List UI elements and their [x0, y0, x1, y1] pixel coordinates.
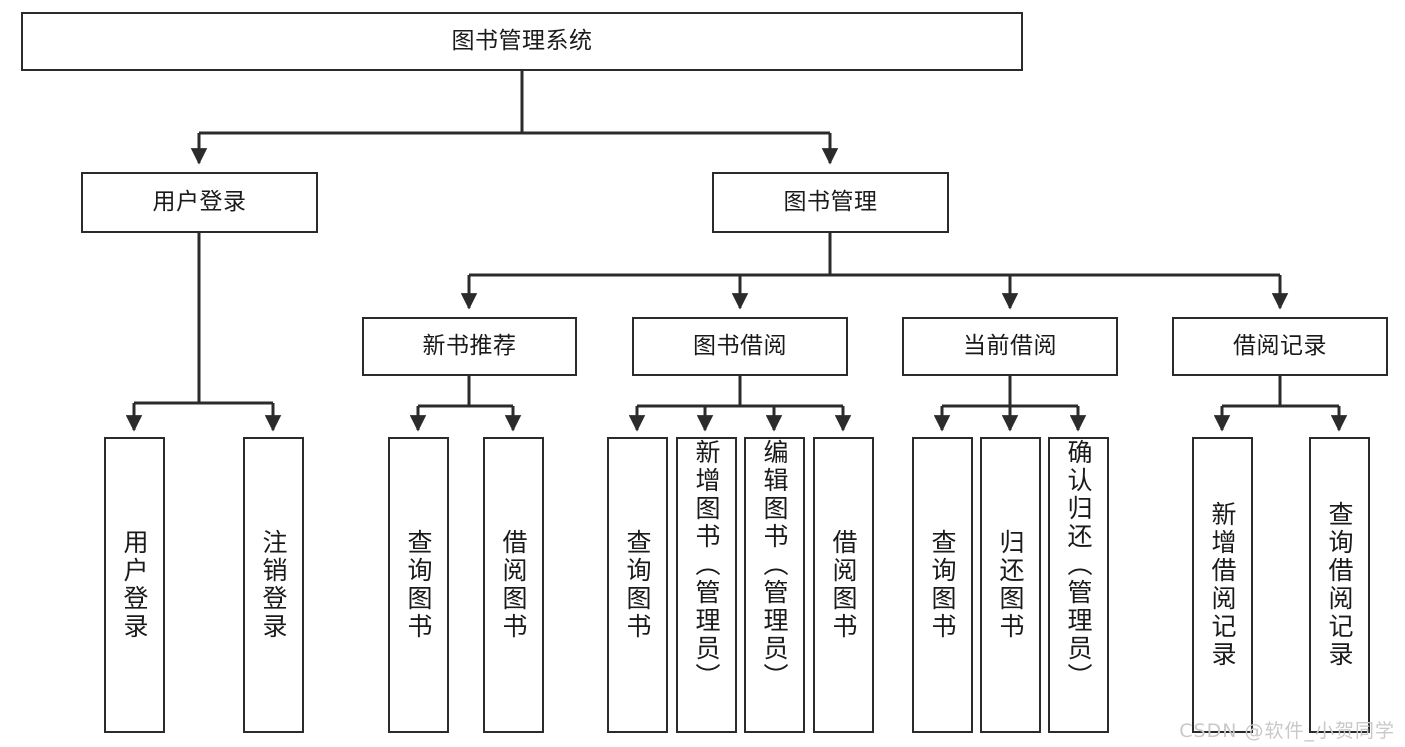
node-book-manage[interactable]: 图书管理: [712, 172, 949, 233]
node-leaf-borrow-book-1[interactable]: 借阅图书: [483, 437, 544, 733]
node-book-manage-label: 图书管理: [783, 189, 878, 216]
node-leaf-query-record[interactable]: 查询借阅记录: [1309, 437, 1370, 733]
node-leaf-query-book-3-label: 查询图书: [928, 529, 957, 641]
node-leaf-query-book-2-label: 查询图书: [623, 529, 652, 641]
node-leaf-query-book-3[interactable]: 查询图书: [912, 437, 973, 733]
node-borrow-record[interactable]: 借阅记录: [1172, 317, 1388, 376]
node-leaf-add-record-label: 新增借阅记录: [1208, 501, 1237, 669]
node-leaf-user-login-label: 用户登录: [120, 529, 149, 641]
node-leaf-query-book-1-label: 查询图书: [404, 529, 433, 641]
node-new-book-recommend[interactable]: 新书推荐: [362, 317, 577, 376]
node-leaf-edit-book-label: 编辑图书（管理员）: [760, 439, 789, 691]
node-user-login[interactable]: 用户登录: [81, 172, 318, 233]
node-book-borrow-label: 图书借阅: [693, 333, 787, 360]
node-leaf-logout-login[interactable]: 注销登录: [243, 437, 304, 733]
node-leaf-add-book-label: 新增图书（管理员）: [692, 439, 721, 691]
node-current-borrow-label: 当前借阅: [963, 333, 1057, 360]
node-root[interactable]: 图书管理系统: [21, 12, 1023, 71]
node-leaf-return-book[interactable]: 归还图书: [980, 437, 1041, 733]
node-leaf-query-record-label: 查询借阅记录: [1325, 501, 1354, 669]
node-leaf-add-record[interactable]: 新增借阅记录: [1192, 437, 1253, 733]
node-leaf-query-book-1[interactable]: 查询图书: [388, 437, 449, 733]
node-current-borrow[interactable]: 当前借阅: [902, 317, 1118, 376]
node-leaf-return-book-label: 归还图书: [996, 529, 1025, 641]
node-book-borrow[interactable]: 图书借阅: [632, 317, 848, 376]
node-user-login-label: 用户登录: [152, 189, 247, 216]
node-leaf-query-book-2[interactable]: 查询图书: [607, 437, 668, 733]
watermark: CSDN @软件_小贺同学: [1179, 720, 1395, 742]
node-leaf-edit-book[interactable]: 编辑图书（管理员）: [744, 437, 805, 733]
node-leaf-confirm-return[interactable]: 确认归还（管理员）: [1048, 437, 1109, 733]
node-leaf-confirm-return-label: 确认归还（管理员）: [1064, 439, 1093, 691]
node-new-book-recommend-label: 新书推荐: [422, 333, 517, 360]
node-borrow-record-label: 借阅记录: [1233, 333, 1327, 360]
node-leaf-borrow-book-2-label: 借阅图书: [829, 529, 858, 641]
node-leaf-user-login[interactable]: 用户登录: [104, 437, 165, 733]
node-leaf-logout-login-label: 注销登录: [259, 529, 288, 641]
node-leaf-borrow-book-1-label: 借阅图书: [499, 529, 528, 641]
node-root-label: 图书管理系统: [451, 28, 593, 55]
node-leaf-borrow-book-2[interactable]: 借阅图书: [813, 437, 874, 733]
node-leaf-add-book[interactable]: 新增图书（管理员）: [676, 437, 737, 733]
